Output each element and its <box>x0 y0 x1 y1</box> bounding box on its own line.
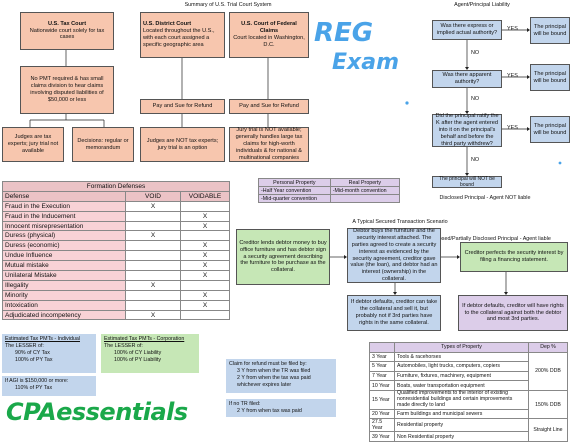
perfect-interest-box: Creditor perfects the security interest … <box>460 242 568 272</box>
agent-no3: NO <box>471 157 480 163</box>
claims-jury-box: Jury trial is NOT available; generally h… <box>229 127 309 162</box>
est-individual-b: 100% of PY Tax <box>15 357 53 364</box>
table-row: Duress (physical)X <box>2 230 230 242</box>
table-row: -Half Year convention-Mid-month conventi… <box>258 186 401 195</box>
est-corporation-lesser: The LESSER of: <box>104 343 143 350</box>
claims-court-name: U.S. Court of Federal Claims <box>241 21 297 35</box>
types-of-property-header: Types of Property <box>394 342 529 353</box>
dep-straight-line: Straight Line <box>528 418 568 442</box>
agent-q1-box: Was there express or implied actual auth… <box>432 20 502 40</box>
reg-stamp-line1: REG <box>314 18 374 48</box>
claims-court-desc: Court located in Washington, D.C. <box>233 35 305 48</box>
refund-filed-a: 3 Y from when the TR was filed <box>237 368 311 375</box>
est-individual-lesser: The LESSER of: <box>5 343 44 350</box>
agent-q3-box: Did the principal ratify the K after the… <box>432 113 502 147</box>
refund-filed-box: Claim for refund must be filed by: 3 Y f… <box>226 359 336 393</box>
table-row: -Mid-quarter convention <box>258 194 401 203</box>
property-convention-table: Personal Property Real Property -Half Ye… <box>258 178 401 203</box>
est-corporation-box: Estimated Tax PMTs - Corporation The LES… <box>101 334 199 373</box>
refund-nofile-box: If no TR filed: 2 Y from when tax was pa… <box>226 399 336 417</box>
real-property-header: Real Property <box>329 178 401 187</box>
refund-nofile-title: If no TR filed: <box>229 401 261 407</box>
agent-yes2: YES <box>507 73 518 79</box>
secured-title: A Typical Secured Transaction Scenario <box>352 219 448 225</box>
cpaessentials-logo: CPAessentials <box>6 398 188 426</box>
agent-not-bound-box: The principal will NOT be bound <box>432 176 502 188</box>
refund-nofile-a: 2 Y from when tax was paid <box>237 408 302 415</box>
creditor-lends-box: Creditor lends debtor money to buy offic… <box>236 229 330 285</box>
agent-title: Agent/Principal Liability <box>454 2 510 8</box>
decisions-box: Decisions: regular or memorandum <box>72 127 134 162</box>
agent-undisclosed: Undisclosed/Partially Disclosed Principa… <box>421 236 551 242</box>
est-corporation-title: Estimated Tax PMTs - Corporation <box>104 336 185 342</box>
formation-title: Formation Defenses <box>2 181 230 192</box>
dep-150-ddb: 150% DDB <box>528 389 568 420</box>
agi-line2: 110% of PY Tax <box>15 385 53 392</box>
default-unperfected-box: If debtor defaults, creditor can take th… <box>347 295 441 331</box>
est-individual-box: Estimated Tax PMTs - Individual The LESS… <box>2 334 96 373</box>
agi-line1: If AGI is $150,000 or more: <box>5 378 69 384</box>
pay-sue-district-box: Pay and Sue for Refund <box>140 99 225 114</box>
district-judges-box: Judges are NOT tax experts; jury trial i… <box>140 127 225 162</box>
district-court-desc: Located throughout the U.S., with each c… <box>143 28 215 48</box>
table-row: Duress (economic)X <box>2 240 230 252</box>
refund-filed-b: 2 Y from when the tax was paid whichever… <box>237 375 311 389</box>
agent-bound1-box: The principal will be bound <box>530 17 570 44</box>
est-individual-a: 90% of CY Tax <box>15 350 50 357</box>
agent-bound3-box: The principal will be bound <box>530 116 570 143</box>
stamp-decoration <box>405 101 562 165</box>
dep-200-ddb: 200% DDB <box>528 351 568 391</box>
agent-no2: NO <box>471 96 480 102</box>
pay-sue-claims-box: Pay and Sue for Refund <box>229 99 309 114</box>
personal-property-header: Personal Property <box>258 178 331 187</box>
formation-header-voidable: VOIDABLE <box>180 190 230 202</box>
default-perfected-box: If debtor defaults, creditor will have r… <box>458 295 568 331</box>
agent-yes1: YES <box>507 26 518 32</box>
est-corporation-b: 100% of PY Liability <box>114 357 162 364</box>
refund-filed-title: Claim for refund must be filed by: <box>229 361 307 367</box>
agi-box: If AGI is $150,000 or more: 110% of PY T… <box>2 376 96 396</box>
formation-defenses-table: Formation Defenses Defense VOID VOIDABLE… <box>2 181 230 321</box>
agent-no1: NO <box>471 50 480 56</box>
tax-judges-box: Judges are tax experts; jury trial not a… <box>2 127 64 162</box>
district-court-name: U.S. District Court <box>143 21 192 28</box>
agent-q2-box: Was there apparent authority? <box>432 70 502 88</box>
agent-yes3: YES <box>507 125 518 131</box>
tax-court-name: U.S. Tax Court <box>47 20 87 27</box>
reg-stamp-line2: Exam <box>332 50 399 75</box>
agent-bound2-box: The principal will be bound <box>530 64 570 91</box>
agent-disclosed: Disclosed Principal - Agent NOT liable <box>439 195 531 201</box>
no-pmt-box: No PMT required & has small claims divis… <box>20 66 114 114</box>
security-attach-box: Debtor buys the furniture and the securi… <box>347 228 441 283</box>
claims-court-box: U.S. Court of Federal Claims Court locat… <box>229 12 309 58</box>
est-individual-title: Estimated Tax PMTs - Individual <box>5 336 80 342</box>
formation-header-defense: Defense <box>2 190 126 202</box>
dep-header: Dep % <box>528 342 568 353</box>
tax-court-box: U.S. Tax Court Nationwide court solely f… <box>20 12 114 50</box>
formation-header-void: VOID <box>125 190 181 202</box>
district-court-box: U.S. District Court Located throughout t… <box>140 12 225 58</box>
court-system-title: Summary of U.S. Trial Court System <box>184 2 272 8</box>
est-corporation-a: 100% of CY Liability <box>114 350 162 357</box>
agent-q1: Was there express or implied actual auth… <box>436 23 498 36</box>
tax-court-desc: Nationwide court solely for tax cases <box>29 27 105 41</box>
